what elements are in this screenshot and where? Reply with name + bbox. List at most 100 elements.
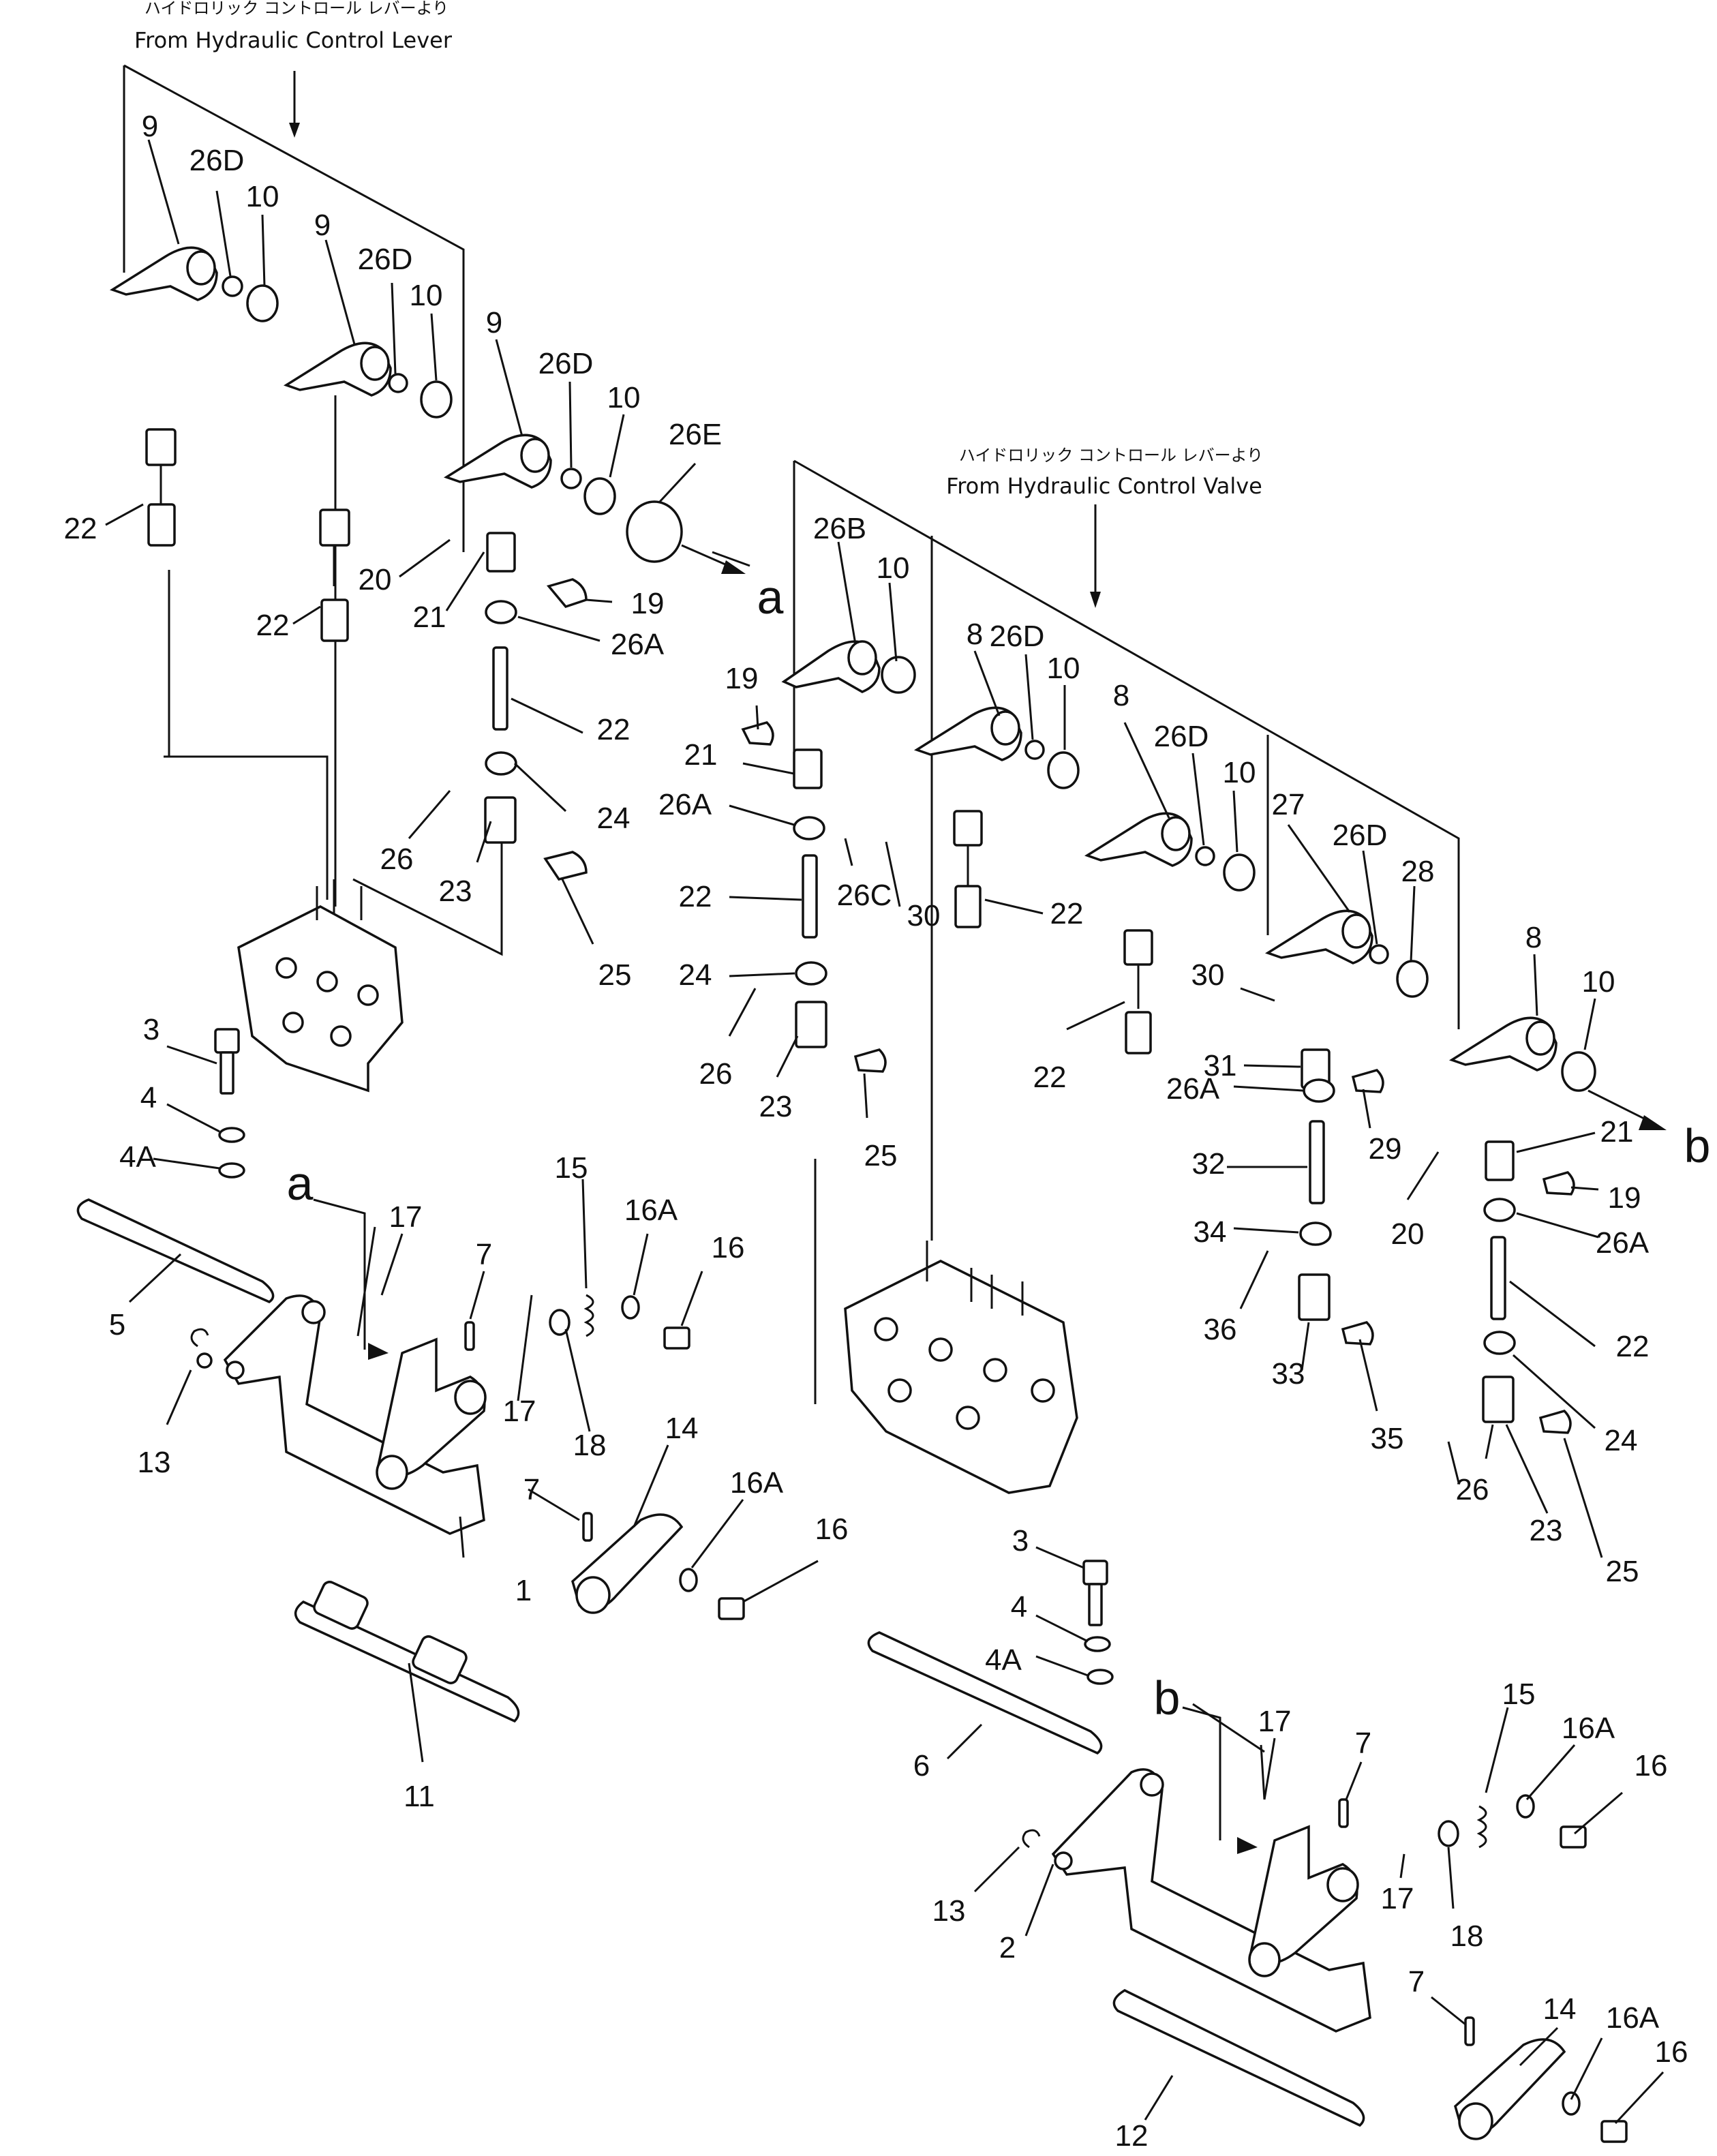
callout-21: 21 (413, 601, 446, 634)
callout-19: 19 (1608, 1181, 1641, 1215)
callout-8: 8 (1525, 921, 1542, 954)
callout-23: 23 (759, 1090, 793, 1123)
callout-32: 32 (1192, 1147, 1226, 1181)
callout-23: 23 (1530, 1514, 1563, 1547)
callout-17: 17 (1381, 1882, 1414, 1915)
callout-13: 13 (932, 1894, 966, 1928)
bolt-washer-set-left (214, 1028, 245, 1179)
callout-26: 26 (699, 1057, 733, 1091)
callout-26A: 26A (1596, 1226, 1650, 1260)
callout-16A: 16A (624, 1194, 678, 1227)
callout-31: 31 (1204, 1049, 1237, 1082)
bracket-assembly-left (196, 1294, 487, 1535)
callout-15: 15 (1502, 1677, 1536, 1711)
lever-part-9-b (283, 341, 453, 419)
callout-9: 9 (314, 209, 331, 242)
stack-middle (741, 721, 887, 1073)
shaft-6 (867, 1631, 1103, 1755)
callout-16: 16 (1655, 2035, 1688, 2069)
control-valve-right (844, 1241, 1078, 1494)
callout-25: 25 (1606, 1555, 1639, 1588)
callout-22: 22 (679, 880, 712, 913)
callout-10: 10 (877, 551, 910, 585)
lever-part-9-c (443, 434, 683, 563)
callout-15: 15 (555, 1151, 588, 1185)
callout-17: 17 (503, 1395, 536, 1428)
callout-3: 3 (143, 1013, 159, 1046)
ref-arrow-b-bracket (1182, 1706, 1258, 1854)
callout-26D: 26D (1333, 819, 1388, 852)
callout-26A: 26A (1166, 1072, 1220, 1106)
ref-label-a: a (757, 571, 784, 624)
callout-16: 16 (815, 1513, 849, 1546)
callout-7: 7 (1408, 1965, 1425, 1999)
callout-19: 19 (725, 662, 759, 695)
callout-22: 22 (1033, 1061, 1067, 1094)
callout-22: 22 (64, 512, 97, 545)
callout-14: 14 (1543, 1992, 1577, 2026)
clevis-rod-22-a (145, 428, 177, 547)
lever-part-26B (781, 640, 916, 694)
callout-4A: 4A (119, 1140, 156, 1174)
lever-part-27 (1264, 909, 1429, 998)
callout-25: 25 (864, 1139, 898, 1172)
callout-30: 30 (1191, 958, 1225, 992)
lever-part-8-a (913, 706, 1080, 789)
callout-7: 7 (1355, 1727, 1371, 1760)
callout-26B: 26B (813, 512, 866, 545)
callout-2: 2 (999, 1931, 1016, 1964)
callout-3: 3 (1012, 1524, 1029, 1558)
callout-35: 35 (1371, 1422, 1404, 1455)
callout-26D: 26D (538, 347, 594, 380)
callout-12: 12 (1115, 2119, 1149, 2153)
callout-5: 5 (109, 1308, 125, 1341)
callout-18: 18 (1450, 1919, 1484, 1953)
pipe-11 (294, 1581, 520, 1723)
right-group-frame (793, 459, 1460, 1404)
hardware-right (1338, 1794, 1628, 2143)
clevis-rod-22-d (1123, 929, 1153, 1054)
callout-7: 7 (523, 1473, 540, 1506)
clevis-rod-22-b (319, 508, 350, 642)
lever-part-8-b (1084, 812, 1256, 892)
ref-arrow-a-bracket (313, 1198, 389, 1360)
stack-right-31 (1298, 1048, 1384, 1346)
stack-left (484, 532, 588, 881)
callout-26: 26 (380, 842, 414, 876)
callout-26D: 26D (1154, 720, 1209, 753)
callout-26E: 26E (669, 418, 722, 451)
callout-19: 19 (631, 587, 665, 620)
header-right-jp: ハイドロリック コントロール レバーより (959, 446, 1263, 465)
clevis-rod-22-c (953, 810, 983, 928)
stack-far-right (1482, 1140, 1575, 1434)
header-left-jp: ハイドロリック コントロール レバーより (145, 0, 449, 18)
callout-26C: 26C (837, 879, 892, 912)
ref-arrow-b (1587, 1089, 1667, 1130)
callout-25: 25 (598, 958, 632, 992)
callout-10: 10 (246, 180, 279, 213)
header-right-en: From Hydraulic Control Valve (946, 473, 1262, 499)
callouts: 9 26D 10 9 26D 10 9 26D 10 26E 22 22 20 … (64, 110, 1711, 2153)
header-left-en: From Hydraulic Control Lever (134, 27, 453, 53)
callout-10: 10 (410, 279, 443, 312)
callout-28: 28 (1401, 855, 1435, 888)
pipe-12 (1112, 1989, 1365, 2127)
callout-26A: 26A (611, 628, 665, 661)
callout-24: 24 (597, 802, 630, 835)
callout-16A: 16A (730, 1466, 784, 1500)
callout-21: 21 (684, 738, 718, 772)
input-arrow-right (1090, 504, 1101, 608)
left-group-frame (123, 64, 503, 956)
callout-18: 18 (573, 1429, 607, 1462)
callout-8: 8 (1113, 679, 1129, 712)
callout-26D: 26D (189, 144, 245, 177)
callout-7: 7 (476, 1238, 492, 1271)
callout-26D: 26D (358, 243, 413, 276)
callout-22: 22 (597, 713, 630, 746)
shaft-5 (76, 1198, 275, 1303)
callout-17: 17 (1258, 1705, 1292, 1738)
lever-part-9-a (109, 246, 279, 322)
callout-10: 10 (607, 381, 641, 414)
callout-8: 8 (967, 618, 983, 651)
